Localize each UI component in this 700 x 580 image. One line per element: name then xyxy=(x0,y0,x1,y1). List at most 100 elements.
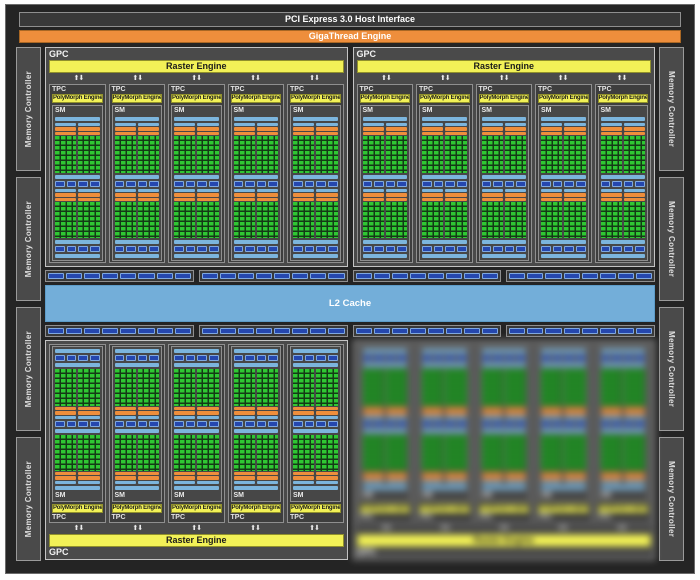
sm-segment xyxy=(293,246,303,252)
polymorph-engine-bar: PolyMorph Engine xyxy=(478,504,529,513)
sm-orange-bar xyxy=(564,410,586,415)
sm-blue-bar xyxy=(362,188,384,192)
sm-orange-bar xyxy=(600,192,622,197)
cuda-core-grid xyxy=(600,434,622,471)
sm-segment xyxy=(600,355,611,361)
sm-processing-half xyxy=(422,434,467,484)
sm-segment xyxy=(493,420,503,427)
sm-segment xyxy=(516,420,526,427)
sm-segment xyxy=(268,420,278,427)
sm-orange-bar xyxy=(174,192,196,197)
up-down-arrows-icon: ⬆⬇ xyxy=(381,524,392,532)
sm-orange-bar xyxy=(504,476,526,480)
tpc-label: TPC xyxy=(171,86,185,93)
sm-segment xyxy=(268,180,278,187)
tpc-label: TPC xyxy=(290,514,304,521)
sm-segment-row xyxy=(114,355,159,361)
sm-processing-block xyxy=(137,123,159,173)
cuda-core-grid xyxy=(114,136,136,173)
crossbar-group xyxy=(45,325,194,337)
sm-processing-block xyxy=(362,434,384,484)
sm-segment xyxy=(564,180,574,187)
sm-segment-row xyxy=(293,246,338,252)
sm-segment-row xyxy=(174,180,219,187)
crossbar-segment xyxy=(599,273,616,279)
sm-orange-bar xyxy=(541,132,563,135)
sm-orange-bar xyxy=(233,197,255,201)
sm-processing-half xyxy=(233,188,278,238)
sm-orange-bar xyxy=(137,127,159,131)
sm-orange-bar xyxy=(385,410,407,415)
sm-label: SM xyxy=(422,107,433,114)
crossbar-segment xyxy=(310,328,327,334)
sm-block: SM xyxy=(52,105,103,261)
crossbar-segment xyxy=(274,328,291,334)
tpc-label: TPC xyxy=(230,86,245,93)
sm-processing-block xyxy=(78,188,100,238)
sm-blue-bar xyxy=(293,174,338,179)
polymorph-engine-bar: PolyMorph Engine xyxy=(597,94,648,103)
tpc-label: TPC xyxy=(52,86,66,93)
sm-blue-bar xyxy=(233,363,278,367)
sm-segment-row xyxy=(55,180,100,187)
sm-orange-bar xyxy=(504,472,526,475)
sm-orange-bar xyxy=(55,197,77,201)
sm-label: SM xyxy=(114,107,126,114)
memory-controller-box: Memory Controller xyxy=(659,177,684,301)
sm-segment xyxy=(327,420,338,427)
memory-controller-label: Memory Controller xyxy=(667,460,676,538)
sm-blue-bar xyxy=(114,174,159,179)
cuda-core-grid xyxy=(316,434,338,471)
sm-orange-bar xyxy=(78,192,100,197)
crossbar-segment xyxy=(391,273,408,279)
sm-segment xyxy=(78,420,88,427)
sm-segment-row xyxy=(600,180,645,187)
sm-processing-half xyxy=(600,434,645,484)
sm-orange-bar xyxy=(564,406,586,410)
tpc-label: TPC xyxy=(597,514,612,521)
sm-blue-bar xyxy=(422,123,444,126)
cuda-core-grid xyxy=(233,201,255,238)
sm-processing-block xyxy=(197,369,219,419)
sm-segment xyxy=(481,420,492,427)
sm-processing-half xyxy=(600,369,645,419)
sm-segment xyxy=(564,246,574,252)
crossbar-segment xyxy=(617,328,634,334)
sm-segment xyxy=(374,180,384,187)
crossbar-segment xyxy=(599,328,616,334)
sm-blue-bar xyxy=(504,481,526,484)
sm-segment xyxy=(233,180,244,187)
tpc-arrows-row: ⬆⬇⬆⬇⬆⬇⬆⬇⬆⬇ xyxy=(49,73,344,84)
sm-segment xyxy=(623,246,634,252)
sm-processing-block xyxy=(137,369,159,419)
sm-segment-row xyxy=(422,180,467,187)
sm-orange-bar xyxy=(137,406,159,410)
sm-orange-bar xyxy=(541,406,563,410)
cuda-core-grid xyxy=(197,201,219,238)
sm-blue-bar xyxy=(114,188,136,192)
sm-processing-half xyxy=(481,369,526,419)
sm-orange-bar xyxy=(564,197,586,201)
sm-segment-row xyxy=(481,355,526,361)
sm-blue-bar xyxy=(481,117,526,121)
sm-orange-bar xyxy=(362,192,384,197)
sm-segment xyxy=(481,355,492,361)
sm-orange-bar xyxy=(504,127,526,131)
sm-orange-bar xyxy=(137,197,159,201)
raster-engine-bar: Raster Engine xyxy=(49,534,344,547)
cuda-core-grid xyxy=(623,201,645,238)
sm-orange-bar xyxy=(114,410,136,415)
cuda-core-grid xyxy=(256,369,278,406)
sm-segment xyxy=(149,180,159,187)
sm-processing-block xyxy=(293,123,315,173)
sm-processing-half xyxy=(233,434,278,484)
sm-processing-block xyxy=(233,188,255,238)
tpc-label: TPC xyxy=(230,514,245,521)
